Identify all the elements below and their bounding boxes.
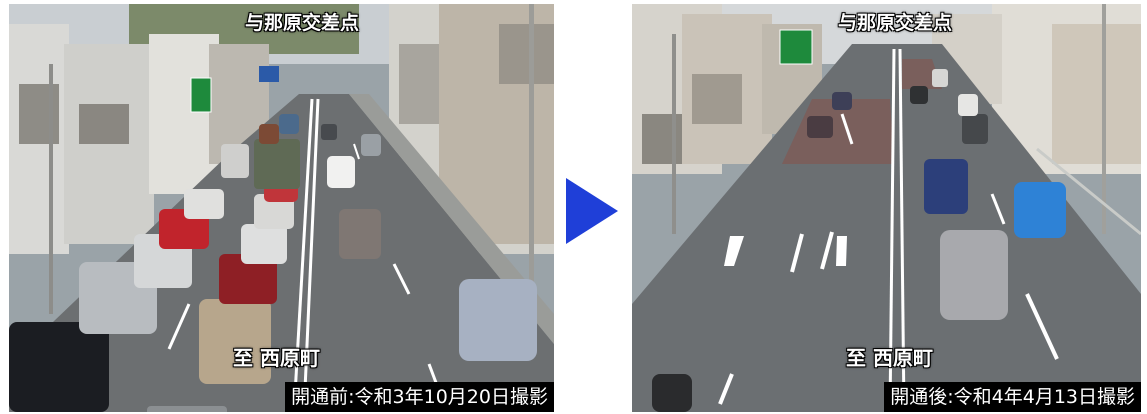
after-street-scene [632,4,1141,412]
before-photo: 与那原交差点 至 西原町 開通前:令和3年10月20日撮影 [9,4,554,412]
right-triangle-arrow-icon [566,178,618,244]
intersection-label: 与那原交差点 [245,12,360,34]
intersection-label: 与那原交差点 [838,12,953,34]
photo-caption: 開通後:令和4年4月13日撮影 [884,382,1141,412]
direction-label: 至 西原町 [233,346,320,370]
before-street-scene [9,4,554,412]
after-photo: 与那原交差点 至 西原町 開通後:令和4年4月13日撮影 [632,4,1141,412]
direction-label: 至 西原町 [846,346,933,370]
photo-caption: 開通前:令和3年10月20日撮影 [285,382,554,412]
